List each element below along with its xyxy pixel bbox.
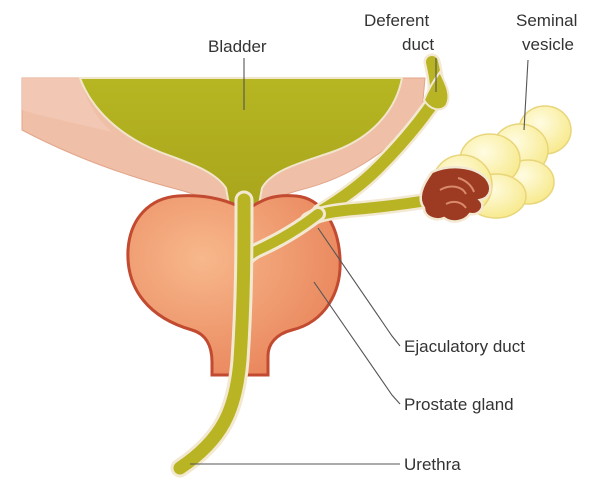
seminal-vesicle-label-line2: vesicle: [522, 35, 574, 54]
seminal-vesicle-label-line1: Seminal: [516, 11, 577, 30]
urethra-label: Urethra: [404, 455, 461, 474]
bladder-label: Bladder: [208, 37, 267, 56]
deferent-duct-label-line1: Deferent: [364, 11, 429, 30]
prostate-gland-leader: [314, 282, 400, 404]
ejaculatory-duct-label: Ejaculatory duct: [404, 337, 525, 356]
deferent-duct-label-line2: duct: [402, 35, 434, 54]
prostate-gland-label: Prostate gland: [404, 395, 514, 414]
